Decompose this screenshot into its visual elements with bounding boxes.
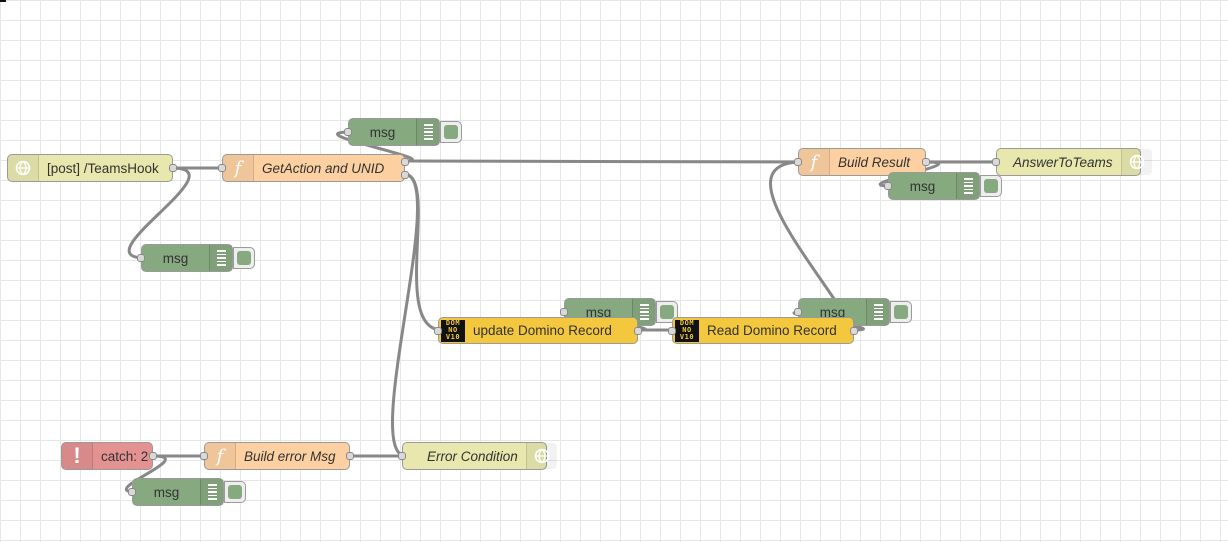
input-port[interactable] [137,254,145,262]
answer-to-teams-node[interactable]: AnswerToTeams [992,148,1152,176]
function-icon: f [799,149,830,175]
output-port[interactable] [850,327,858,335]
list-lines-icon [209,245,232,271]
wire-error-to-getaction [391,172,419,458]
error-condition-label: Error Condition [427,448,518,464]
debug-label: msg [819,304,846,320]
debug-node-result[interactable]: msg [884,172,1002,200]
http-in-label: [post] /TeamsHook [47,160,159,176]
globe-icon [525,443,557,469]
build-error-function-node[interactable]: f Build error Msg [200,442,354,470]
getaction-function-node[interactable]: f GetAction and UNID [218,154,409,182]
output-port[interactable] [169,164,177,172]
wire-getaction-to-update [402,172,444,332]
debug-label: msg [585,304,612,320]
list-lines-icon [956,173,979,199]
catch-node[interactable]: ! catch: 2 [61,442,157,470]
read-domino-label: Read Domino Record [707,323,837,338]
input-port[interactable] [992,158,1000,166]
globe-icon [1120,149,1152,175]
debug-node-left[interactable]: msg [137,244,255,272]
debug-toggle[interactable] [980,175,1002,197]
debug-toggle[interactable] [224,481,246,503]
error-condition-node[interactable]: Error Condition [398,442,557,470]
debug-toggle[interactable] [233,247,255,269]
input-port[interactable] [344,128,352,136]
build-result-function-node[interactable]: f Build Result [794,148,930,176]
exclamation-icon: ! [62,443,93,469]
debug-toggle[interactable] [440,121,462,143]
function-icon: f [205,443,236,469]
wire-catch-to-debug [125,454,167,494]
list-lines-icon [200,479,223,505]
debug-toggle[interactable] [890,301,912,323]
output-port[interactable] [634,327,642,335]
debug-label: msg [369,124,396,140]
catch-label: catch: 2 [101,448,149,464]
debug-label: msg [909,178,936,194]
http-in-node[interactable]: [post] /TeamsHook [7,154,177,182]
function-icon: f [223,155,254,181]
input-port[interactable] [434,327,442,335]
output-port-1[interactable] [401,158,409,166]
output-port[interactable] [346,452,354,460]
input-port[interactable] [884,182,892,190]
debug-node-top[interactable]: msg [344,118,462,146]
list-lines-icon [632,299,655,325]
input-port[interactable] [794,308,802,316]
build-result-label: Build Result [838,154,911,170]
list-lines-icon [866,299,889,325]
output-port-2[interactable] [401,171,409,179]
input-port[interactable] [128,488,136,496]
input-port[interactable] [668,327,676,335]
wire-getaction-to-build-result [402,159,804,164]
input-port[interactable] [794,158,802,166]
globe-icon [8,155,39,181]
build-error-label: Build error Msg [244,448,336,464]
input-port[interactable] [200,452,208,460]
debug-label: msg [162,250,189,266]
corner-mark [0,0,6,2]
update-domino-label: update Domino Record [473,323,612,338]
getaction-label: GetAction and UNID [262,160,385,176]
list-lines-icon [416,119,439,145]
output-port[interactable] [922,158,930,166]
input-port[interactable] [398,452,406,460]
input-port[interactable] [560,308,568,316]
input-port[interactable] [218,164,226,172]
debug-label: msg [153,484,180,500]
debug-node-catch[interactable]: msg [128,478,246,506]
wire-http-to-debug-left [127,166,191,260]
output-port[interactable] [149,452,157,460]
debug-node-update[interactable]: msg [560,298,678,326]
answer-label: AnswerToTeams [1013,154,1113,170]
